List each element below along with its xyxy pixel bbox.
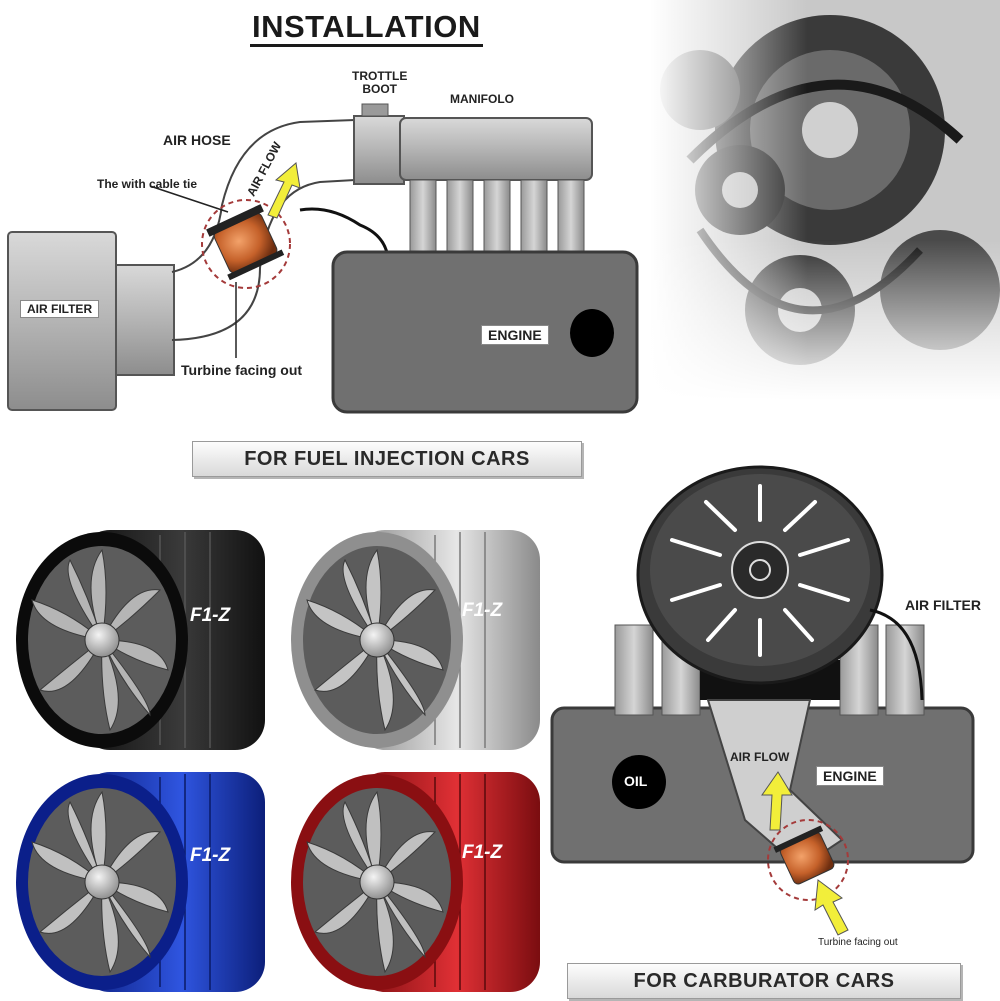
air-filter-label: AIR FILTER — [20, 300, 100, 318]
page-title: INSTALLATION — [250, 10, 483, 47]
brand-label-blue: F1-Z — [190, 845, 231, 866]
throttle-boot-label: TROTTLE BOOT — [352, 70, 407, 96]
carb-air-flow-label: AIR FLOW — [730, 750, 790, 764]
brand-label-silver: F1-Z — [462, 600, 503, 621]
manifold-label: MANIFOLO — [450, 92, 514, 106]
fuel-injection-diagram — [7, 103, 639, 414]
carburetor-diagram — [550, 465, 975, 936]
air-filter-box — [7, 231, 117, 411]
turbine-label: Turbine facing out — [181, 362, 303, 378]
product-fan-blue — [16, 772, 265, 992]
brand-label-black: F1-Z — [190, 605, 231, 626]
product-fan-silver — [291, 530, 540, 750]
turbine-highlight — [201, 199, 291, 289]
air-hose-label: AIR HOSE — [163, 132, 231, 148]
engine-photo — [650, 0, 1000, 400]
carb-air-flow-arrow — [761, 771, 793, 831]
carb-turbine-label: Turbine facing out — [818, 937, 898, 948]
carb-air-filter-label: AIR FILTER — [905, 597, 981, 613]
carb-engine-label: ENGINE — [816, 766, 884, 786]
product-fan-red — [291, 772, 540, 992]
engine-label: ENGINE — [481, 325, 549, 345]
cable-tie-label: The with cable tie — [97, 177, 198, 191]
brand-label-red: F1-Z — [462, 842, 503, 863]
throttle-boot — [353, 115, 405, 185]
air-flow-arrow — [267, 162, 301, 219]
product-fan-black — [16, 530, 265, 750]
throttle-label-line1: TROTTLE — [352, 69, 408, 83]
throttle-label-line2: BOOT — [362, 82, 397, 96]
fuel-injection-caption: FOR FUEL INJECTION CARS — [192, 441, 582, 477]
manifold — [399, 117, 593, 181]
carburator-caption: FOR CARBURATOR CARS — [567, 963, 961, 999]
oil-label: OIL — [624, 773, 648, 789]
